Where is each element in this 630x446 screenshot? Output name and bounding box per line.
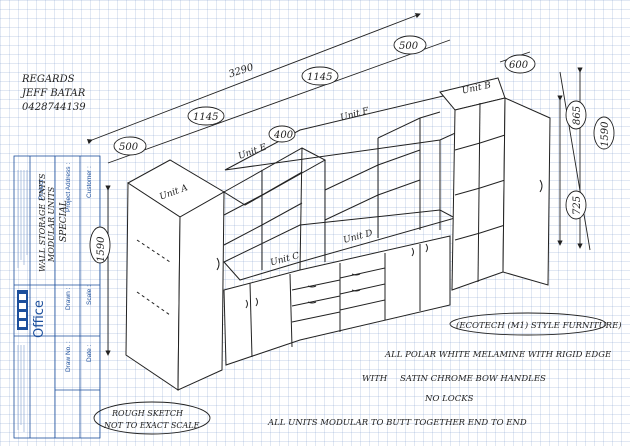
dimension-callouts (89, 35, 615, 264)
note-locks: NO LOCKS (424, 394, 474, 404)
dim-1145-right: 1145 (307, 72, 332, 83)
title-block (13, 155, 101, 439)
rough-sketch-oval (93, 401, 211, 435)
customer-label: Customer : (86, 166, 93, 198)
office-brand-logo: Office (17, 290, 47, 338)
signature-line-3: 0428744139 (22, 102, 86, 113)
project-label: Project : (38, 176, 45, 200)
note-material: ALL POLAR WHITE MELAMINE WITH RIGID EDGE (384, 350, 612, 360)
cabinet-drawing (125, 77, 551, 391)
drawing-number-label: Draw No. : (65, 341, 72, 372)
dim-1145-left: 1145 (193, 112, 218, 123)
note-handles: SATIN CHROME BOW HANDLES (400, 374, 546, 384)
signature-line-1: REGARDS (21, 74, 75, 85)
special-text: SPECIAL (59, 200, 69, 242)
brand-name: Office (32, 300, 47, 338)
dim-1590-left: 1590 (96, 236, 107, 262)
dim-725: 725 (572, 196, 583, 215)
date-label: Date : (86, 344, 93, 362)
unit-d-label: Unit D (342, 228, 374, 245)
unit-e-label: Unit E (237, 142, 268, 162)
note-handles-prefix: WITH (362, 374, 388, 384)
project-address-label: Project Address : (65, 163, 72, 212)
dim-400: 400 (273, 130, 294, 141)
dim-865: 865 (572, 106, 583, 125)
dim-600: 600 (509, 60, 529, 71)
note-rough-sketch-2: NOT TO EXACT SCALE (103, 421, 200, 430)
signature-line-2: JEFF BATAR (20, 88, 86, 99)
dim-500-left: 500 (119, 142, 139, 153)
dimension-lines (86, 13, 591, 356)
unit-c-label: Unit C (269, 251, 300, 268)
note-modular: ALL UNITS MODULAR TO BUTT TOGETHER END T… (267, 418, 527, 428)
dim-total-width: 3290 (227, 62, 255, 81)
note-style: (ECOTECH (M1) STYLE FURNITURE) (456, 320, 622, 331)
scale-label: Scale : (86, 285, 93, 305)
note-rough-sketch-1: ROUGH SKETCH (111, 409, 184, 418)
title-block-fineprint (17, 170, 28, 432)
project-text-2: MODULAR UNITS (47, 186, 56, 263)
dim-500-right: 500 (399, 41, 419, 52)
project-text-1: WALL STORAGE UNITS (38, 173, 47, 272)
drawn-label: Drawn : (65, 287, 72, 310)
unit-f-label: Unit F (339, 106, 370, 123)
style-note-oval (449, 312, 607, 336)
dim-1590-right: 1590 (600, 121, 611, 147)
